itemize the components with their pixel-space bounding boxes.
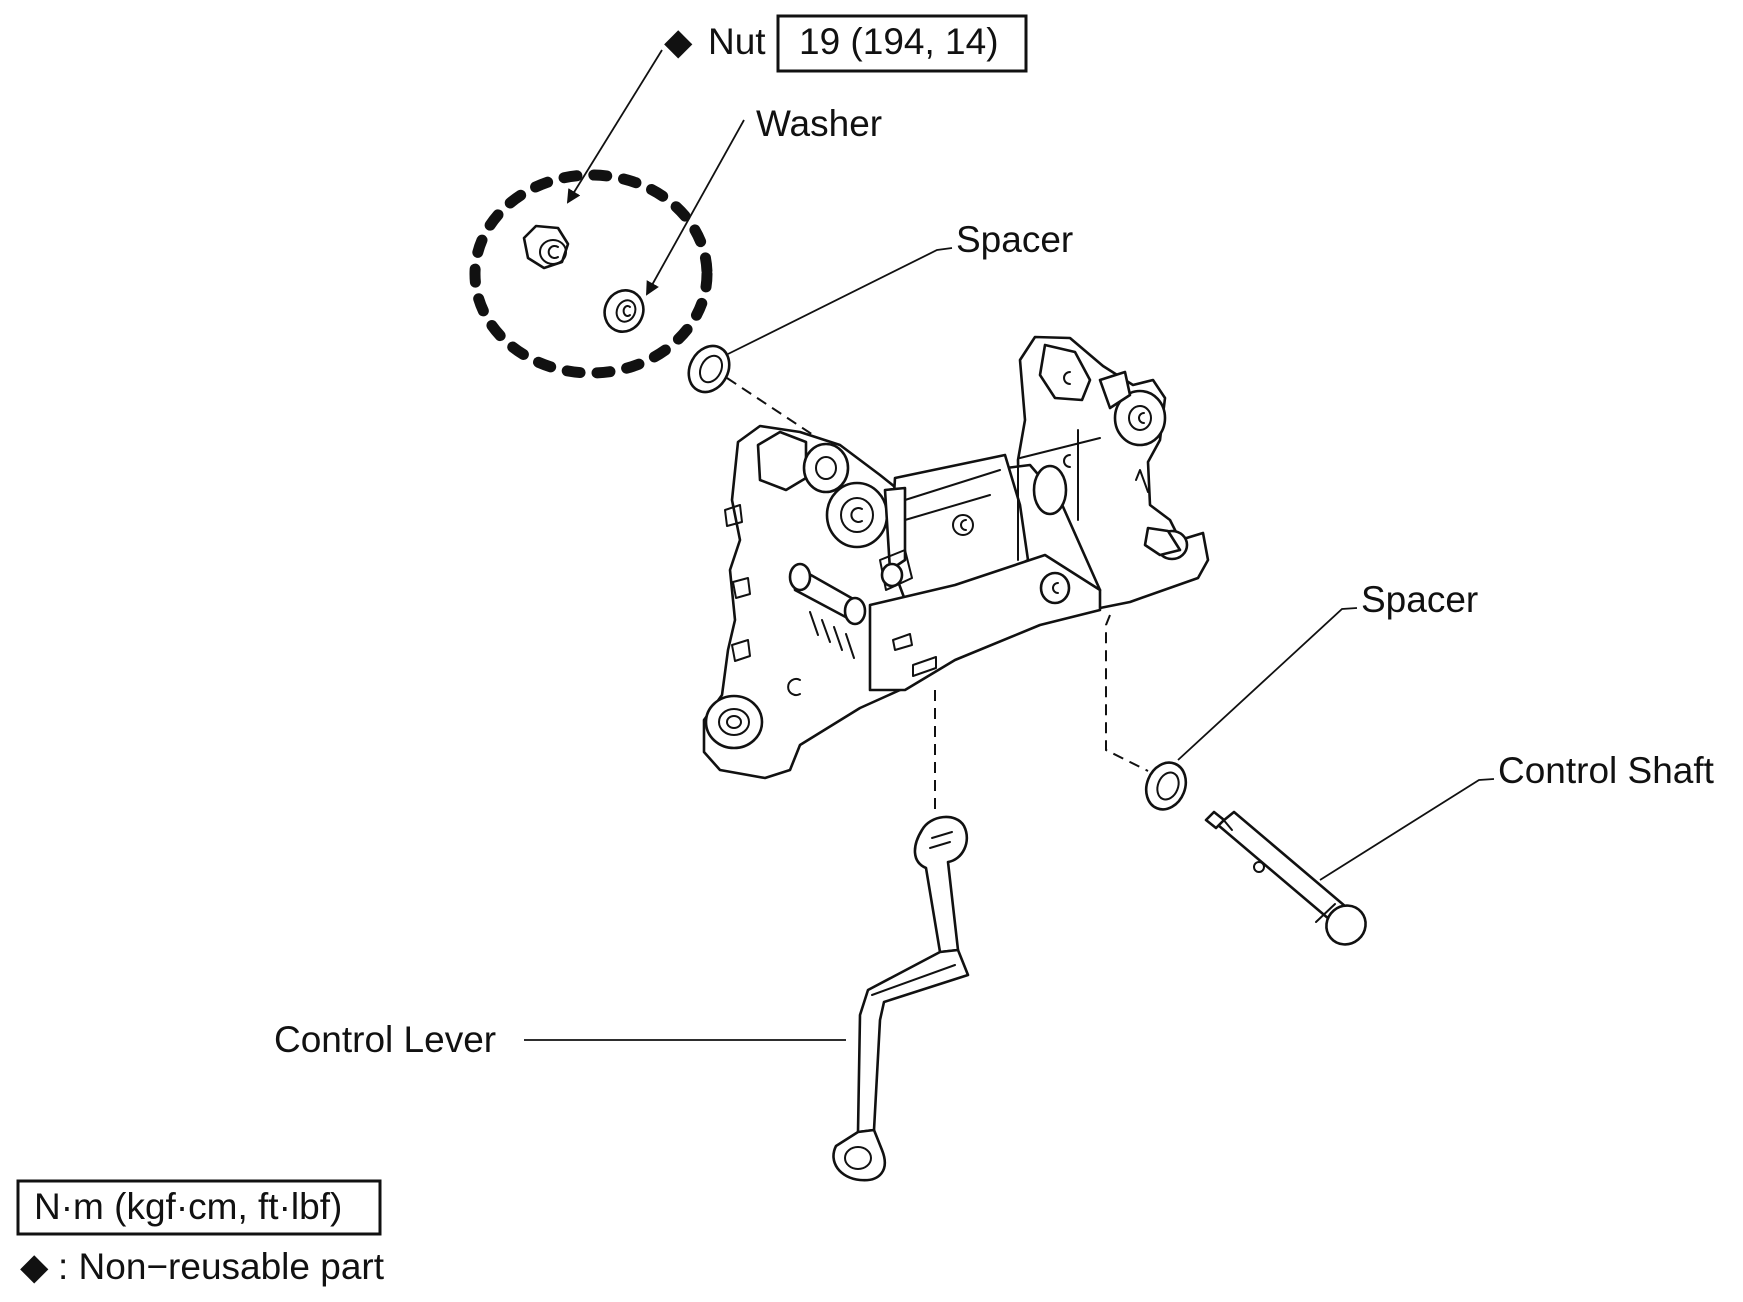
torque-units-box <box>16 1179 382 1236</box>
torque-units-label: N·m (kgf·cm, ft·lbf) <box>34 1186 342 1227</box>
non-reusable-group-outline <box>469 169 713 379</box>
spacer-lower-label: Spacer <box>1361 579 1478 620</box>
valve-body-bracket <box>702 335 1210 780</box>
nut-part <box>522 224 570 270</box>
spacer-lower-leader <box>1177 607 1358 761</box>
nut-callout: ◆ Nut 19 (194, 14) <box>664 14 1028 73</box>
spacer-upper-leader <box>727 247 953 355</box>
control-shaft-part <box>1204 810 1367 946</box>
control-lever-part <box>832 815 970 1182</box>
spacer-upper-part <box>687 344 731 394</box>
spacer-lower-alignment-line <box>1105 614 1149 772</box>
spacer-upper-alignment-line <box>726 377 867 471</box>
non-reusable-marker: ◆ <box>20 1246 49 1287</box>
torque-value: 19 (194, 14) <box>799 21 999 62</box>
spacer-upper-label: Spacer <box>956 219 1073 260</box>
control-shaft-label: Control Shaft <box>1498 750 1715 791</box>
nut-leader-arrow <box>566 49 663 204</box>
spacer-lower-part <box>1144 761 1188 811</box>
washer-leader-arrow <box>646 119 745 296</box>
legend: N·m (kgf·cm, ft·lbf) ◆ : Non−reusable pa… <box>16 1179 385 1287</box>
nut-label: Nut <box>708 21 766 62</box>
washer-label: Washer <box>756 103 882 144</box>
washer-part <box>603 289 645 333</box>
control-lever-label: Control Lever <box>274 1019 496 1060</box>
torque-box <box>776 14 1028 73</box>
nut-non-reusable-marker: ◆ <box>664 21 693 62</box>
control-shaft-leader <box>1319 778 1495 881</box>
non-reusable-label: : Non−reusable part <box>58 1246 385 1287</box>
